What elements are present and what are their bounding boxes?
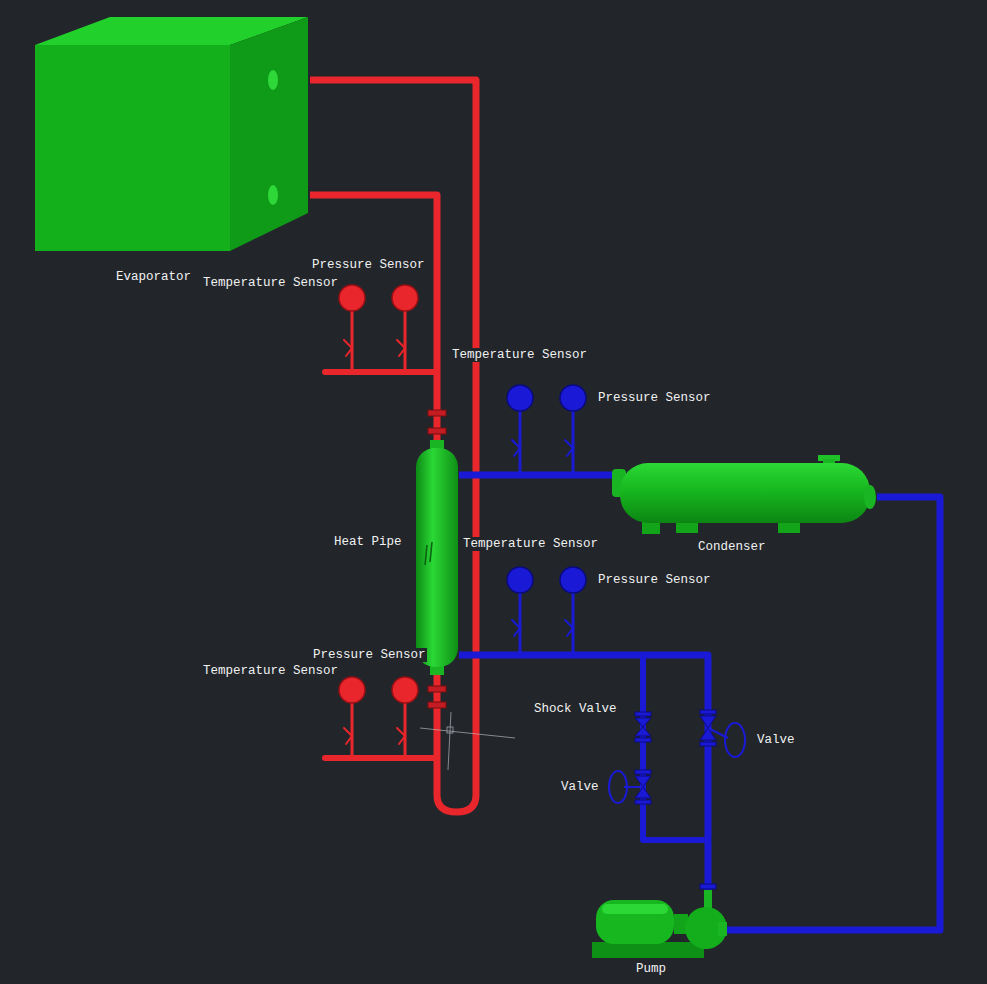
condenser-shell [612,455,877,535]
part-name: Evaporator [115,270,192,284]
red-gauge [392,285,418,311]
cursor-box [447,727,453,733]
valve-flange [635,712,651,716]
sensor-valve [344,340,352,356]
pipe-line [310,80,476,812]
handwheel [725,723,745,757]
pipe-line [459,472,612,479]
sensor-label: Pressure Sensor [311,258,426,272]
valve-flange [635,800,651,804]
sensor-label: Pressure Sensor [597,391,712,405]
valve-flange [635,738,651,742]
pump-unit [592,890,727,960]
valve-flange [635,770,651,774]
manifold-pipe [325,369,437,375]
heat-pipe-node: Heat Pipe [415,440,459,675]
bypass-pipe [643,655,708,840]
red-gauge [339,677,365,703]
red-gauge [339,285,365,311]
sensor-stem [519,593,522,655]
sensor-label: Pressure Sensor [312,648,427,662]
sensor-valve [397,728,405,744]
sensor-label: Pressure Sensor [597,573,712,587]
valve-flange [700,884,716,889]
valve-label: Shock Valve [533,702,618,716]
valve-flange [700,742,716,746]
hot-pipe [310,195,437,440]
flange [428,702,446,708]
cold-pipe [727,497,940,930]
part-name: Condenser [697,540,767,554]
flange [428,686,446,692]
sensor-stem [572,411,575,475]
sensor-stem [404,703,407,758]
pipe-line [310,195,437,440]
blue-gauge [507,567,533,593]
blue-gauge [507,385,533,411]
flange [428,410,446,416]
sensor-stem [351,311,354,372]
manifold-pipe [325,755,437,761]
cursor-line [420,728,515,738]
condenser-node: Condenser [612,455,877,535]
evaporator-node: Evaporator [33,15,310,253]
sensor-valve [565,620,573,636]
red-gauge [392,677,418,703]
sensor-valve [344,728,352,744]
handwheel [609,771,627,803]
sensor-label: Temperature Sensor [202,664,339,678]
pipe-line [459,655,708,890]
cold-pipe [459,655,708,890]
blue-gauge [560,567,586,593]
sensor-stem [519,411,522,475]
valve-label: Valve [560,780,600,794]
sensor-label: Temperature Sensor [202,276,339,290]
pump-node: Pump [592,890,727,960]
sensor-valve [565,440,573,456]
part-name: Heat Pipe [333,535,403,549]
sensor-stem [572,593,575,655]
sensor-label: Temperature Sensor [462,537,599,551]
sensor-valve [512,440,520,456]
sensor-stem [351,703,354,758]
part-name: Pump [635,962,667,976]
sensor-valve [512,620,520,636]
blue-gauge [560,385,586,411]
hot-pipe [310,80,476,812]
sensor-label: Temperature Sensor [451,348,588,362]
sensor-valve [397,340,405,356]
sensor-stem [404,311,407,372]
shock-valve [635,718,651,736]
heat-pipe-vessel [415,440,459,675]
cold-pipe [459,475,612,476]
flange [428,428,446,434]
valve-flange [700,710,716,714]
valve-label: Valve [756,733,796,747]
evaporator-box [33,15,310,253]
cursor-line [448,712,451,770]
pipe-line [727,497,940,930]
